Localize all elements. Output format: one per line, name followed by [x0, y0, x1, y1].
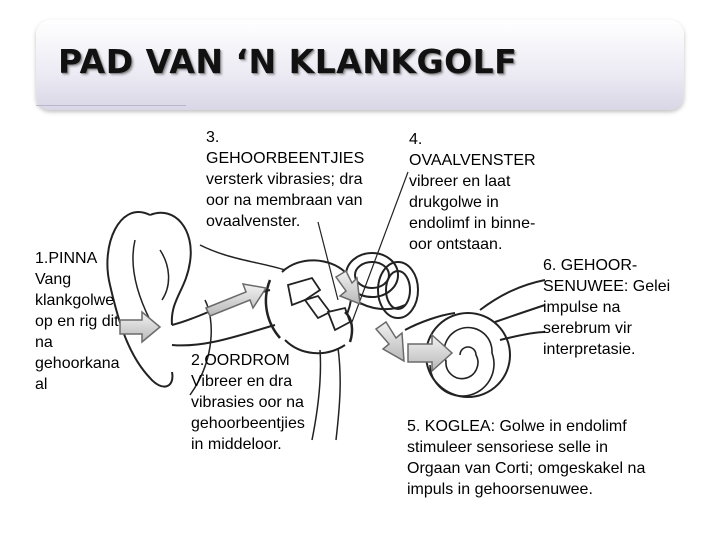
title-underline [36, 105, 186, 106]
oval-window [344, 311, 354, 343]
eardrum [264, 279, 281, 339]
ossicles [286, 276, 352, 332]
label-gehoorsenuwee: 6. GEHOOR- SENUWEE: Gelei impulse na ser… [543, 257, 671, 358]
arrow-koglea [407, 333, 454, 373]
arrow-pinna [119, 310, 162, 344]
arrow-gehoorbeentjies [334, 269, 361, 306]
arrow-ovaalvenster [374, 320, 405, 363]
pointer-line-gehoorbeentjies [317, 221, 339, 301]
arrow-oordrom [204, 283, 268, 317]
ear-canal [171, 244, 286, 347]
page-title: PAD VAN ‘N KLANKGOLF [58, 42, 518, 81]
pointer-line-ovaalvenster [351, 171, 409, 323]
label-koglea: 5. KOGLEA: Golwe in endolimf stimuleer s… [407, 418, 646, 498]
label-gehoorbeentjies: 3. GEHOORBEENTJIES versterk vibrasies; d… [206, 129, 365, 230]
pinna-outline [106, 211, 192, 388]
label-ovaalvenster: 4. OVAALVENSTER vibreer en laat drukgolw… [409, 131, 536, 253]
title-panel [36, 20, 684, 110]
auditory-nerve [479, 279, 546, 341]
label-pinna: 1.PINNA Vang klankgolwe op en rig dit na… [35, 250, 120, 393]
label-oordrom: 2.OORDROM Vibreer en dra vibrasies oor n… [191, 352, 305, 453]
